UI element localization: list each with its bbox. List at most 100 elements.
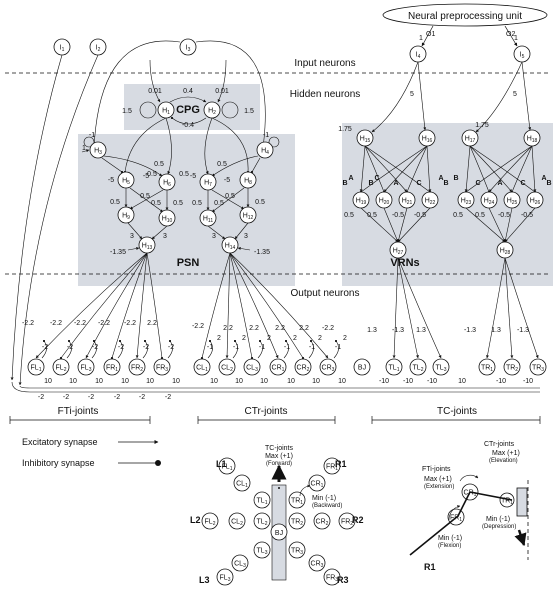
output-neurons-label: Output neurons	[291, 288, 360, 299]
legend-excitatory-label: Excitatory synapse	[22, 437, 98, 447]
vrn-letter-6: A	[438, 175, 443, 182]
vrn-weight-lower-5: 0.5	[475, 212, 485, 219]
vrns-label: VRNs	[390, 257, 419, 269]
psn-neuron-h9-label: H9	[122, 213, 130, 222]
output-bottom-weight-2: 10	[95, 378, 103, 385]
output-neuron-fr1	[103, 358, 121, 376]
robot-joint-fr1	[323, 457, 341, 475]
output-neuron-tl3	[432, 358, 450, 376]
robot-joint-tl1	[253, 491, 271, 509]
output-neuron-fr1-label: FR1	[106, 365, 118, 374]
psn-module-bg	[78, 134, 295, 286]
robot-joint-cl1-label: CL1	[236, 481, 248, 490]
psn-weight-mid-3: -5	[224, 177, 230, 184]
ctr-side-weight-5: 2	[343, 335, 347, 342]
leg-r2: R2	[352, 515, 364, 525]
tc-left-bottom-1: -10	[403, 378, 413, 385]
side-leg-label: R1	[424, 562, 436, 572]
vrn-letter-8: B	[453, 175, 458, 182]
side-fti-max: Max (+1)	[424, 476, 452, 483]
output-neuron-fl2-label: FL2	[56, 365, 67, 374]
i4-to-h16	[417, 61, 427, 131]
output-neuron-fr2-label: FR2	[131, 365, 143, 374]
output-neuron-cl2	[218, 358, 236, 376]
fti-inner-5	[167, 339, 173, 359]
ctr-inner-1	[232, 339, 238, 359]
tc-right-bottom-0: -10	[496, 378, 506, 385]
robot-tc-title: TC-joints	[265, 445, 294, 452]
o2-weight: 1	[514, 35, 518, 42]
robot-joint-fr2	[338, 512, 356, 530]
tc-left-bottom-2: -10	[427, 378, 437, 385]
tc-left-weight-1: -1.3	[392, 327, 404, 334]
robot-joint-fl3	[216, 568, 234, 586]
h3-to-h5	[101, 157, 124, 174]
robot-joint-cr2-label: CR2	[316, 519, 329, 528]
vrn-neuron-h25	[503, 191, 521, 209]
h18-to-h25	[510, 145, 533, 194]
h15-to-h20	[364, 145, 386, 194]
vrn-neuron-h26-label: H26	[530, 198, 541, 207]
i3-to-h2	[217, 59, 227, 103]
psn-weight-lower-2: 0.5	[151, 200, 161, 207]
leg-l1: L1	[216, 459, 227, 469]
vrn-weight-lower-0: 0.5	[344, 212, 354, 219]
h28-to-tr2	[504, 257, 514, 359]
ctr-side-weight-3: 2	[293, 335, 297, 342]
output-neuron-tl2	[409, 358, 427, 376]
vrn-weight-lower-2: -0.5	[392, 212, 404, 219]
tc-right-bottom-1: -10	[523, 378, 533, 385]
h2-self-loop	[221, 101, 239, 119]
h28-to-tr1	[486, 257, 506, 359]
h21-to-h27	[397, 207, 408, 243]
vrn-neuron-h22	[421, 191, 439, 209]
output-neuron-cl1	[193, 358, 211, 376]
fti-inner-weight-4: -2	[143, 344, 149, 351]
output-neuron-cr1-label: CR1	[272, 365, 285, 374]
ctr-top-weight-1: 2.2	[223, 325, 233, 332]
output-bottom-weight-5: 10	[172, 378, 180, 385]
psn-neuron-h7-label: H7	[204, 180, 212, 189]
fti-top-weight-1: -2.2	[50, 320, 62, 327]
h7-to-h12	[211, 189, 245, 210]
psn-neuron-h3	[89, 141, 107, 159]
input-neuron-i4	[409, 45, 427, 63]
vrn-weight-i4: 5	[410, 91, 414, 98]
psn-weight-mid-7: -5	[143, 173, 149, 180]
h15-to-h21	[364, 145, 408, 193]
output-neuron-cl2-label: CL2	[221, 365, 233, 374]
psn-neuron-h7	[199, 173, 217, 191]
h15-to-h19	[359, 145, 366, 193]
h8-to-h11	[211, 187, 245, 213]
vrn-letter-12: A	[541, 175, 546, 182]
robot-joint-fr3-label: FR3	[326, 575, 338, 584]
h14-to-cl3	[229, 252, 254, 360]
vrn-neuron-h16	[418, 129, 436, 147]
psn-neuron-h9	[117, 206, 135, 224]
tc-right-weight-2: -1.3	[517, 327, 529, 334]
h4-self-loop	[268, 136, 280, 148]
i5-to-h18	[521, 61, 532, 131]
output-neuron-tl3-label: TL3	[436, 365, 447, 374]
psn-neuron-h14	[221, 236, 239, 254]
psn-weight-lower-6: 0.5	[225, 193, 235, 200]
fti-top-weight-4: -2.2	[124, 320, 136, 327]
ctr-top-weight-2: 2.2	[249, 325, 259, 332]
cpg-weight-top-left: 0.01	[148, 88, 162, 95]
h18-to-h24	[488, 145, 533, 193]
fti-inner-1	[66, 339, 72, 359]
leg-side-view	[409, 474, 529, 560]
h16-to-h20	[383, 145, 428, 193]
vrn-neuron-h21-label: H21	[402, 198, 413, 207]
input-neurons-label: Input neurons	[294, 58, 355, 69]
robot-joint-cl3-label: CL3	[234, 561, 246, 570]
i5-to-h17	[475, 61, 523, 133]
input-neuron-i2	[89, 38, 107, 56]
tc-right-weight-0: -1.3	[464, 327, 476, 334]
h17-to-h24	[469, 145, 491, 194]
h4-to-h7	[211, 155, 259, 177]
vrn-neuron-h27-label: H27	[393, 248, 404, 257]
vrn-weight-lower-3: -0.5	[414, 212, 426, 219]
ctr-group-label: CTr-joints	[245, 406, 288, 417]
output-neuron-cl1-label: CL1	[196, 365, 208, 374]
